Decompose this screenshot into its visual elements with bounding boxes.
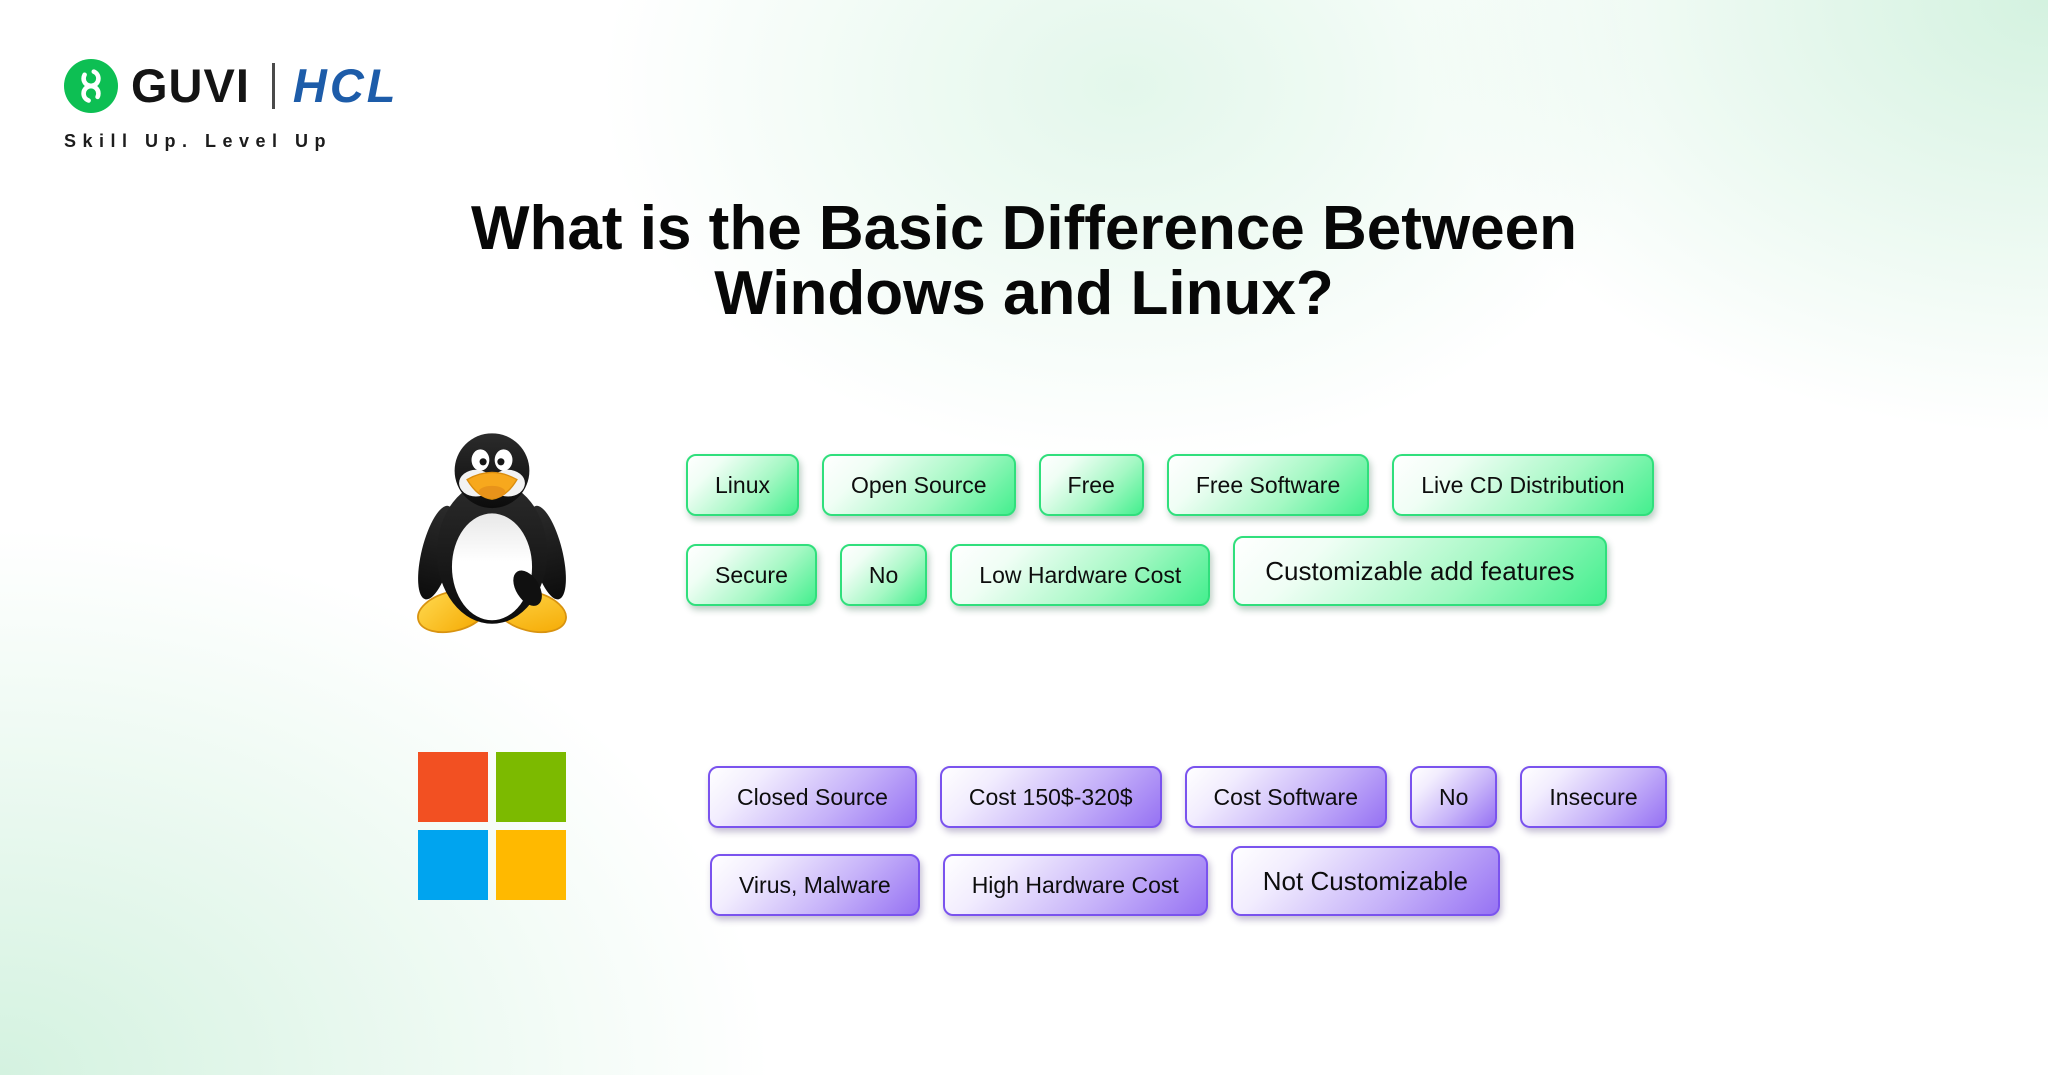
page-title-line2: Windows and Linux? (714, 259, 1334, 329)
linux-badge: Low Hardware Cost (950, 544, 1211, 606)
logo-divider (271, 62, 275, 109)
windows-badge: High Hardware Cost (942, 854, 1208, 916)
linux-badge: Customizable add features (1233, 536, 1607, 606)
windows-badge: Not Customizable (1230, 846, 1500, 916)
windows-badge: No (1410, 766, 1498, 828)
windows-badge-row-1: Closed Source Cost 150$-320$ Cost Softwa… (708, 766, 1667, 828)
linux-badge-row-1: Linux Open Source Free Free Software Liv… (686, 454, 1654, 516)
linux-badge: Open Source (821, 454, 1016, 516)
windows-badge: Cost Software (1184, 766, 1387, 828)
windows-badge: Closed Source (708, 766, 917, 828)
page-title-line1: What is the Basic Difference Between (471, 194, 1577, 263)
guvi-g-glyph (81, 68, 101, 103)
linux-badge: Live CD Distribution (1392, 454, 1654, 516)
linux-badge: No (839, 544, 928, 606)
guvi-tagline: Skill Up. Level Up (64, 131, 333, 151)
linux-badge-row-2: Secure No Low Hardware Cost Customizable… (686, 536, 1607, 606)
linux-tux-icon (417, 433, 567, 634)
guvi-wordmark: GUVI (131, 59, 250, 112)
linux-badge: Free (1038, 454, 1144, 516)
linux-badge: Free Software (1166, 454, 1370, 516)
windows-badge: Insecure (1520, 766, 1667, 828)
linux-badge: Secure (686, 544, 817, 606)
ms-square-green (496, 752, 566, 822)
guvi-logo-icon (64, 58, 118, 113)
ms-square-red (418, 752, 488, 822)
hcl-wordmark: HCL (292, 59, 399, 112)
windows-badge: Virus, Malware (710, 854, 920, 916)
page-title: What is the Basic Difference Between Win… (0, 196, 2048, 326)
header-logo-group: GUVI HCL (64, 58, 399, 113)
ms-square-yellow (496, 830, 566, 900)
ms-square-blue (418, 830, 488, 900)
windows-badge: Cost 150$-320$ (939, 766, 1162, 828)
microsoft-windows-logo (418, 752, 566, 900)
windows-badge-row-2: Virus, Malware High Hardware Cost Not Cu… (710, 846, 1500, 916)
linux-badge: Linux (686, 454, 799, 516)
